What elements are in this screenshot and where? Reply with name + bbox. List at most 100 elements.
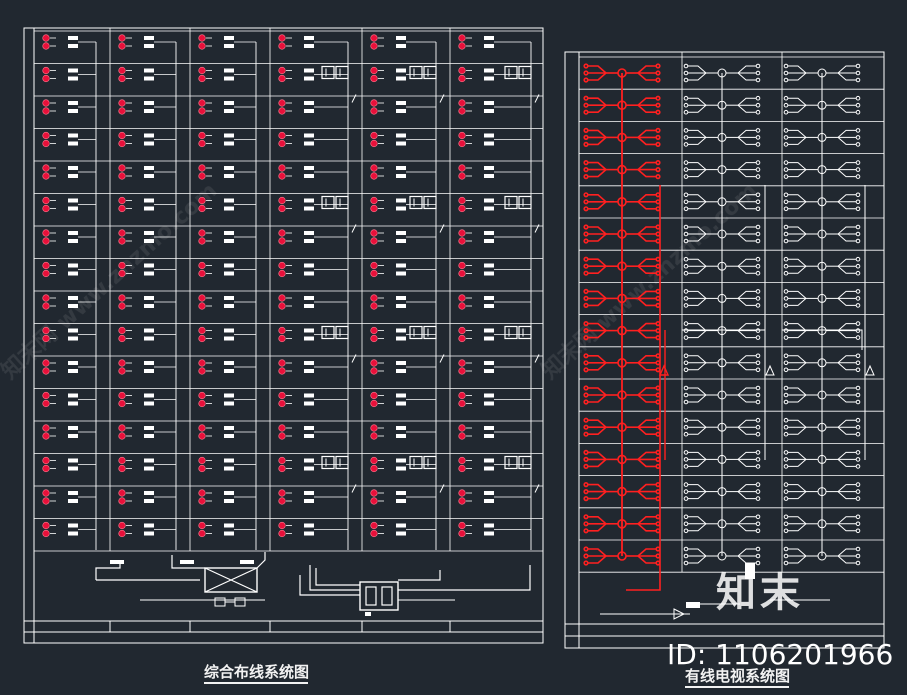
jack-plate xyxy=(224,206,234,211)
tap-branch xyxy=(588,136,607,146)
tap-branch xyxy=(588,394,607,403)
tv-outlet-icon xyxy=(755,296,761,301)
hub-box xyxy=(321,325,335,340)
data-outlet-icon xyxy=(458,196,466,205)
jack-plate xyxy=(304,458,314,463)
tv-outlet-icon xyxy=(683,496,689,501)
data-outlet-icon xyxy=(42,489,50,497)
tap-branch xyxy=(737,226,756,235)
tap-branch xyxy=(788,323,807,331)
tv-outlet-icon xyxy=(655,160,661,166)
tap-branch xyxy=(588,168,607,178)
data-outlet-icon xyxy=(370,131,378,140)
trunk-cable xyxy=(626,185,661,591)
jack-plate xyxy=(396,271,406,276)
tv-outlet-icon xyxy=(755,256,761,262)
tap-branch xyxy=(637,329,656,339)
tap-branch xyxy=(737,459,756,467)
switch-mark xyxy=(351,94,357,103)
tap-branch xyxy=(837,298,856,306)
tv-outlet-icon xyxy=(655,95,661,101)
data-outlet-icon xyxy=(370,42,378,50)
tv-outlet-icon xyxy=(855,174,861,179)
jack-plate xyxy=(304,499,314,503)
tv-outlet-icon xyxy=(855,528,861,534)
data-outlet-icon xyxy=(370,529,378,538)
tv-outlet-icon xyxy=(855,270,861,276)
tap-branch xyxy=(688,548,707,557)
tap-branch xyxy=(837,162,856,170)
data-outlet-icon xyxy=(458,229,466,237)
tv-outlet-icon xyxy=(855,192,861,198)
tv-outlet-icon xyxy=(583,449,589,456)
tap-branch xyxy=(788,523,807,532)
tv-outlet-icon xyxy=(755,335,761,340)
tv-outlet-icon xyxy=(683,63,689,69)
data-outlet-icon xyxy=(278,432,286,440)
tv-outlet-icon xyxy=(683,206,689,212)
tv-outlet-icon xyxy=(683,296,689,301)
jack-plate xyxy=(224,296,234,300)
jack-plate xyxy=(484,434,494,438)
hub-box xyxy=(518,325,532,340)
tv-outlet-icon xyxy=(783,128,789,133)
tv-outlet-icon xyxy=(755,95,761,101)
tap-branch xyxy=(688,97,707,106)
tap-branch xyxy=(788,129,807,138)
jack-plate xyxy=(304,239,314,243)
tv-outlet-icon xyxy=(755,464,761,469)
hub-box xyxy=(409,455,423,470)
tv-outlet-icon xyxy=(855,457,861,462)
tv-outlet-icon xyxy=(683,238,689,244)
tv-outlet-icon xyxy=(755,206,761,212)
tv-outlet-icon xyxy=(583,482,589,488)
tv-outlet-icon xyxy=(683,95,689,101)
tv-outlet-icon xyxy=(783,95,789,101)
jack-plate xyxy=(224,166,234,170)
tap-branch xyxy=(788,362,807,371)
tap-branch xyxy=(637,387,656,396)
tap-branch xyxy=(788,491,807,500)
structured-cabling-title: 综合布线系统图 xyxy=(204,663,310,681)
jack-plate xyxy=(396,491,406,495)
tv-outlet-icon xyxy=(755,70,761,76)
hub-box xyxy=(518,65,532,80)
jack-plate xyxy=(68,239,78,243)
data-outlet-icon xyxy=(458,131,466,140)
trunk-cable xyxy=(682,329,766,350)
jack-plate xyxy=(68,458,78,463)
tv-outlet-icon xyxy=(755,321,761,326)
data-outlet-icon xyxy=(198,521,206,530)
tv-outlet-icon xyxy=(783,174,789,179)
tap-branch xyxy=(837,394,856,403)
jack-plate xyxy=(396,499,406,503)
jack-plate xyxy=(304,76,314,81)
jack-plate xyxy=(144,239,154,243)
data-outlet-icon xyxy=(42,367,50,375)
tap-branch xyxy=(737,419,756,428)
tv-outlet-icon xyxy=(683,270,689,276)
data-outlet-icon xyxy=(42,294,50,302)
tv-outlet-icon xyxy=(583,192,589,198)
tv-outlet-icon xyxy=(783,417,789,423)
data-outlet-icon xyxy=(278,367,286,375)
tv-outlet-icon xyxy=(783,392,789,398)
data-outlet-icon xyxy=(458,497,466,505)
tv-outlet-icon xyxy=(683,231,689,237)
data-outlet-icon xyxy=(278,229,286,237)
tv-outlet-icon xyxy=(783,360,789,366)
tv-outlet-icon xyxy=(783,335,789,340)
tap-branch xyxy=(837,523,856,532)
tap-branch xyxy=(737,394,756,403)
tap-branch xyxy=(837,137,856,145)
data-outlet-icon xyxy=(42,172,50,180)
tv-outlet-icon xyxy=(783,353,789,359)
jack-plate xyxy=(304,36,314,40)
tap-branch xyxy=(737,548,756,557)
jack-plate xyxy=(484,263,494,268)
tv-outlet-icon xyxy=(783,528,789,534)
data-outlet-icon xyxy=(198,334,206,343)
tap-branch xyxy=(588,322,607,332)
tap-branch xyxy=(837,97,856,106)
data-outlet-icon xyxy=(458,302,466,310)
